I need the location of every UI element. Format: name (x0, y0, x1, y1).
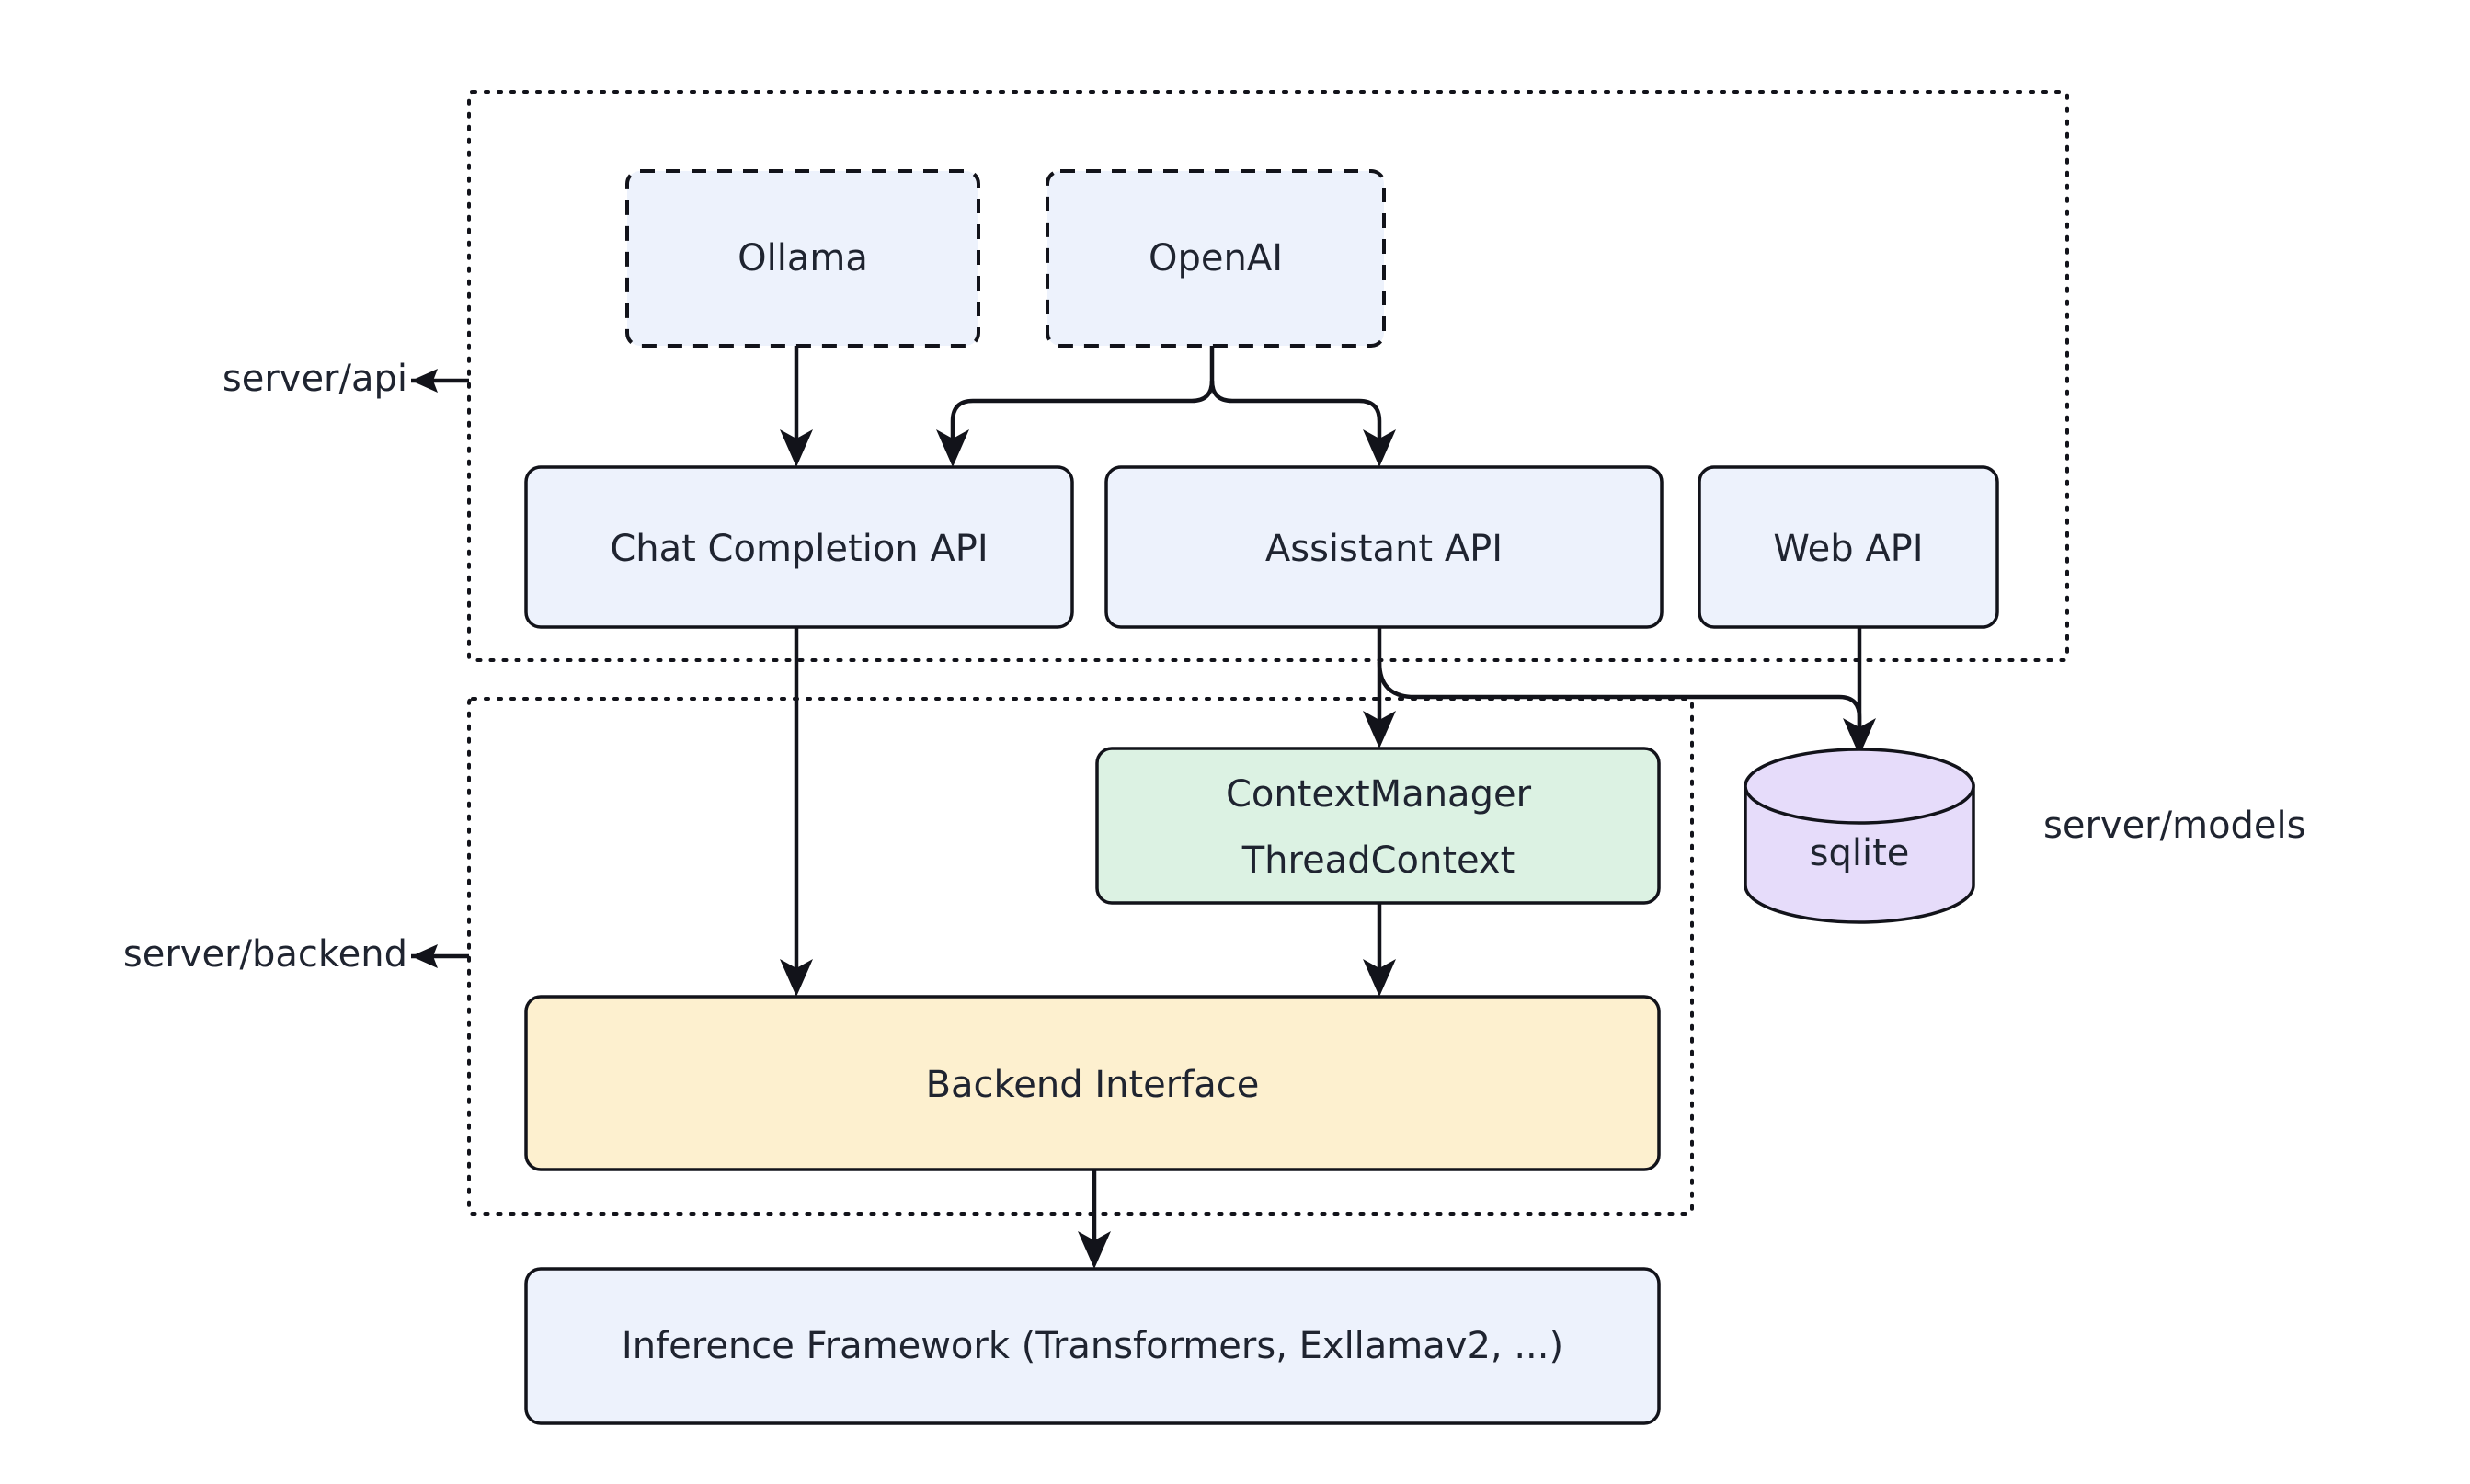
node-openai[interactable]: OpenAI (1046, 169, 1386, 348)
edge-assistant-api-to-context-manager (1363, 627, 1396, 748)
node-web-api[interactable]: Web API (1698, 465, 1999, 629)
group-label-server-backend: server/backend (123, 933, 407, 976)
node-ollama-label: Ollama (738, 237, 868, 280)
node-context-manager-label-line2: ThreadContext (1241, 839, 1515, 882)
edge-assistant-api-to-sqlite (1377, 661, 1862, 736)
group-label-server-models: server/models (2043, 805, 2306, 847)
node-assistant-api-shape (1104, 465, 1664, 629)
node-backend-interface-label: Backend Interface (926, 1064, 1260, 1106)
node-context-manager-label-line1: ContextManager (1226, 773, 1532, 816)
node-sqlite-top (1744, 748, 1975, 825)
node-assistant-api-label: Assistant API (1265, 528, 1503, 570)
node-context-manager-shape (1095, 747, 1661, 905)
node-web-api-shape (1698, 465, 1999, 629)
node-sqlite[interactable]: sqlite (1744, 748, 1975, 924)
node-backend-interface[interactable]: Backend Interface (524, 995, 1661, 1171)
pointer-server-backend (411, 944, 469, 968)
node-sqlite-body (1744, 784, 1975, 924)
node-inference-framework-label: Inference Framework (Transformers, Exlla… (622, 1325, 1563, 1367)
node-context-manager[interactable]: ContextManager ThreadContext (1095, 747, 1661, 905)
node-openai-shape (1046, 169, 1386, 348)
group-label-server-api: server/api (223, 358, 407, 400)
node-inference-framework-shape (524, 1267, 1661, 1425)
pointer-server-api (411, 369, 469, 393)
edge-openai-fork (936, 345, 1396, 467)
edge-ollama-to-chat-completion-api (780, 345, 813, 467)
node-ollama-shape (625, 169, 980, 348)
edge-chat-completion-api-to-backend-interface (780, 627, 813, 997)
node-ollama[interactable]: Ollama (625, 169, 980, 348)
node-inference-framework[interactable]: Inference Framework (Transformers, Exlla… (524, 1267, 1661, 1425)
node-chat-completion-api-label: Chat Completion API (610, 528, 988, 570)
node-chat-completion-api-shape (524, 465, 1074, 629)
node-backend-interface-shape (524, 995, 1661, 1171)
edge-context-manager-to-backend-interface (1363, 903, 1396, 997)
node-assistant-api[interactable]: Assistant API (1104, 465, 1664, 629)
node-openai-label: OpenAI (1149, 237, 1283, 280)
node-web-api-label: Web API (1773, 528, 1923, 570)
edge-web-api-to-sqlite (1843, 627, 1876, 756)
edge-backend-interface-to-inference-framework (1078, 1170, 1111, 1269)
node-sqlite-label: sqlite (1810, 832, 1910, 874)
node-chat-completion-api[interactable]: Chat Completion API (524, 465, 1074, 629)
